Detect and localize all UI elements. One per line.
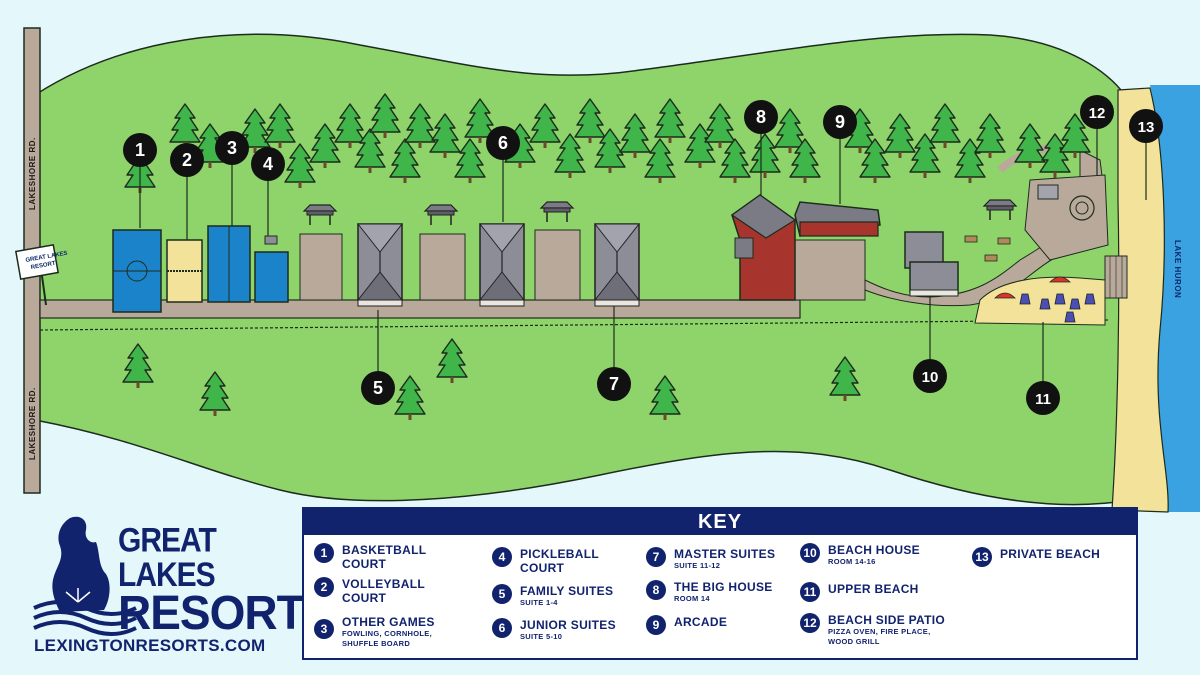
map-marker-label: 13 <box>1138 119 1155 136</box>
fence <box>39 319 1111 331</box>
map-marker-label: 4 <box>263 154 273 174</box>
beach-house-building <box>904 231 959 297</box>
map-marker-4[interactable] <box>251 147 285 181</box>
map-marker-1[interactable] <box>123 133 157 167</box>
key-title: KEY <box>304 509 1136 535</box>
pickleball-court <box>254 251 289 303</box>
beach-umbrellas <box>994 276 1071 299</box>
map-marker-9[interactable] <box>823 105 857 139</box>
parking-lot <box>299 233 343 301</box>
pizza-oven-icon <box>1037 184 1059 200</box>
map-marker-label: 9 <box>835 112 845 132</box>
parking-lot <box>419 233 466 301</box>
map-marker-label: 2 <box>182 150 192 170</box>
map-marker-label: 12 <box>1089 105 1106 122</box>
website-link[interactable]: LEXINGTONRESORTS.COM <box>34 636 266 655</box>
junior-suites-building <box>479 223 525 307</box>
map-marker-label: 11 <box>1035 391 1051 408</box>
map-marker-13[interactable] <box>1129 109 1163 143</box>
map-marker-label: 6 <box>498 133 508 153</box>
map-marker-10[interactable] <box>913 359 947 393</box>
lake-label: LAKE HURON <box>1173 240 1182 298</box>
key-item-arcade: 9 ARCADE <box>646 615 727 635</box>
lake-huron <box>1150 85 1200 512</box>
parking-lot <box>534 229 581 301</box>
map-marker-7[interactable] <box>597 367 631 401</box>
map-marker-label: 1 <box>135 140 145 160</box>
map-marker-11[interactable] <box>1026 381 1060 415</box>
family-suites-building <box>357 223 403 307</box>
big-house-building <box>730 194 797 301</box>
map-marker-label: 8 <box>756 107 766 127</box>
map-marker-2[interactable] <box>170 143 204 177</box>
map-marker-label: 7 <box>609 374 619 394</box>
key-item-upper-beach: 11 UPPER BEACH <box>800 582 919 602</box>
map-marker-3[interactable] <box>215 131 249 165</box>
fire-pit-icon <box>1069 195 1095 221</box>
arcade-building <box>794 201 881 237</box>
road-label-bottom: LAKESHORE RD. <box>28 387 37 460</box>
private-beach <box>1111 87 1169 513</box>
brand-logo <box>33 516 137 636</box>
master-suites-building <box>594 223 640 307</box>
picnic-tables <box>964 235 1011 262</box>
map-marker-5[interactable] <box>361 371 395 405</box>
map-key: KEY 1 BASKETBALL COURT 2 VOLLEYBALL COUR… <box>302 507 1138 660</box>
parking-lot <box>789 239 866 301</box>
map-marker-12[interactable] <box>1080 95 1114 129</box>
brand-line-1: GREAT LAKES <box>118 521 217 595</box>
map-marker-label: 3 <box>227 138 237 158</box>
michigan-icon <box>52 516 110 612</box>
map-marker-label: 10 <box>922 369 939 386</box>
map-marker-label: 5 <box>373 378 383 398</box>
volleyball-court <box>166 239 203 303</box>
map-marker-8[interactable] <box>744 100 778 134</box>
brand-title: GREAT LAKES RESORT <box>118 521 305 640</box>
brand-line-2: RESORT <box>118 584 305 640</box>
road-label-top: LAKESHORE RD. <box>28 137 37 210</box>
key-item-pickleball-court: 4 PICKLEBALL COURT <box>492 547 610 575</box>
key-item-private-beach: 13 PRIVATE BEACH <box>972 547 1100 567</box>
svg-text:RESORT: RESORT <box>30 261 56 271</box>
key-item-volleyball-court: 2 VOLLEYBALL COURT <box>314 577 442 605</box>
map-marker-6[interactable] <box>486 126 520 160</box>
key-item-basketball-court: 1 BASKETBALL COURT <box>314 543 442 571</box>
